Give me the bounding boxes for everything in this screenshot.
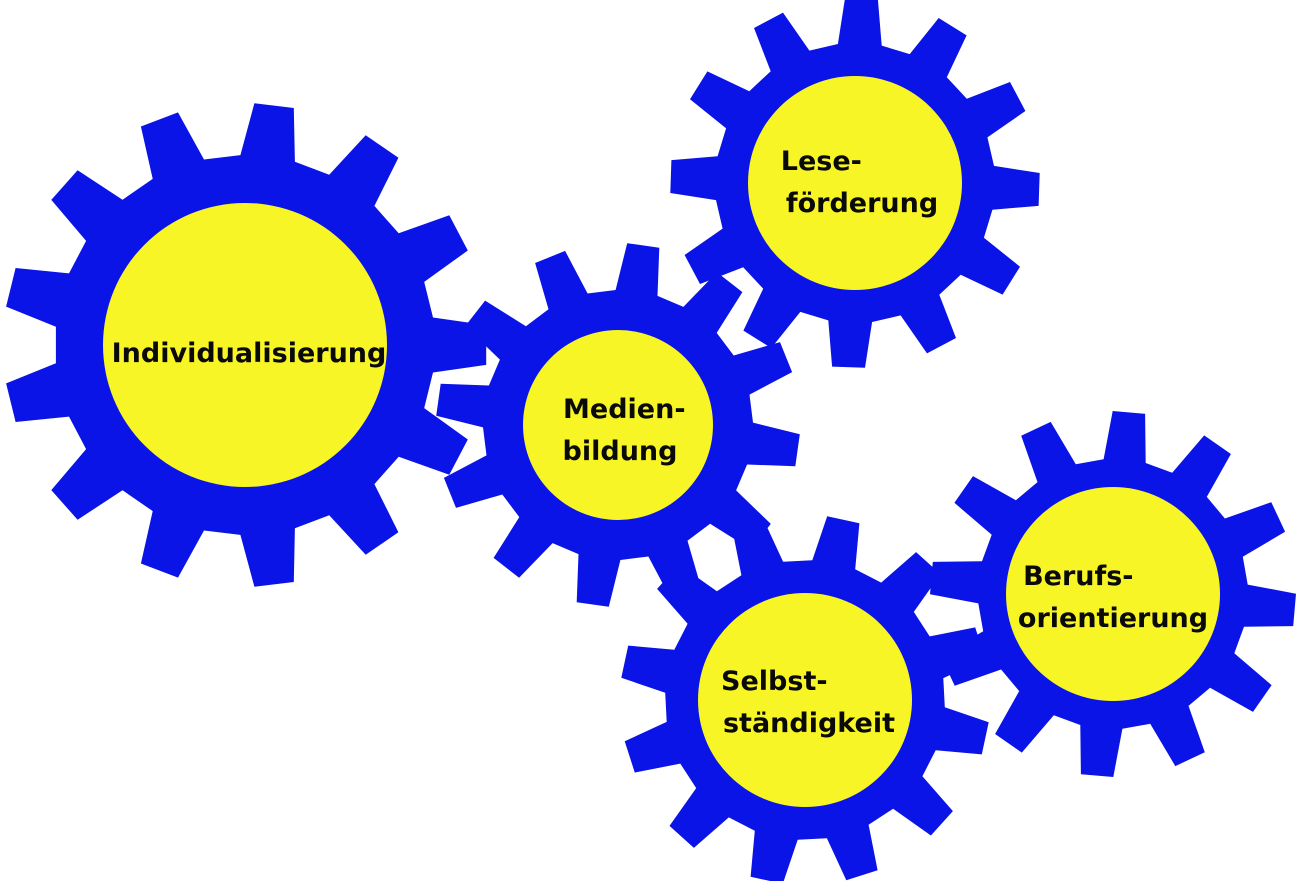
gear-berufsorientierung-line-2: orientierung — [1018, 603, 1208, 634]
gear-berufsorientierung-line-1: Berufs- — [1023, 561, 1133, 592]
gear-lesefoerderung: Lese- förderung — [670, 0, 1040, 368]
gear-selbststaendigkeit: Selbst- ständigkeit — [621, 516, 989, 881]
gear-selbststaendigkeit-hub — [698, 593, 912, 807]
gear-individualisierung-hub — [103, 203, 387, 487]
gear-selbststaendigkeit-line-1: Selbst- — [721, 666, 828, 697]
gear-selbststaendigkeit-label: Selbst- ständigkeit — [721, 666, 895, 739]
gear-medienbildung: Medien- bildung — [436, 243, 800, 607]
gear-selbststaendigkeit-line-2: ständigkeit — [723, 708, 895, 739]
gear-individualisierung-label: Individualisierung — [112, 338, 387, 369]
gear-lesefoerderung-line-2: förderung — [786, 188, 938, 219]
gear-medienbildung-line-1: Medien- — [563, 394, 686, 425]
gear-lesefoerderung-line-1: Lese- — [781, 146, 862, 177]
gear-medienbildung-line-2: bildung — [563, 436, 678, 467]
gear-lesefoerderung-label: Lese- förderung — [781, 146, 938, 219]
gear-berufsorientierung: Berufs- orientierung — [930, 411, 1296, 777]
gear-medienbildung-hub — [523, 330, 713, 520]
gear-individualisierung: Individualisierung — [6, 103, 487, 587]
gear-berufsorientierung-hub — [1006, 487, 1220, 701]
gear-berufsorientierung-label: Berufs- orientierung — [1018, 561, 1208, 634]
gear-individualisierung-line-1: Individualisierung — [112, 338, 387, 369]
gear-lesefoerderung-hub — [748, 76, 962, 290]
gear-medienbildung-label: Medien- bildung — [563, 394, 695, 467]
